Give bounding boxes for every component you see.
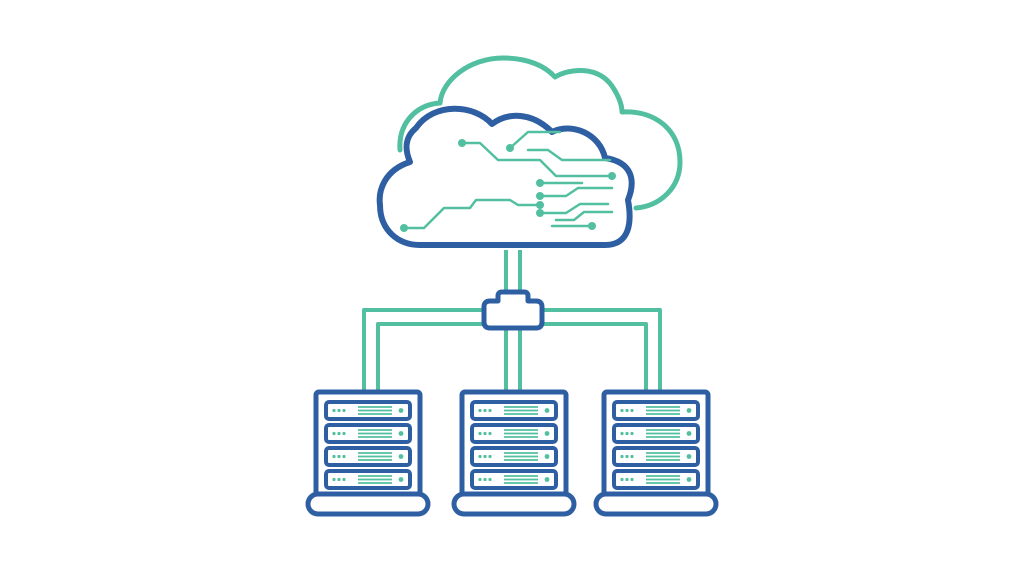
- status-led: [483, 477, 487, 482]
- server-slot: [470, 469, 558, 490]
- server-racks: [305, 389, 719, 517]
- status-led: [630, 454, 634, 459]
- power-led: [686, 477, 692, 482]
- status-led: [630, 431, 634, 436]
- status-led: [630, 477, 634, 482]
- network-hub-icon: [481, 289, 545, 331]
- status-led: [483, 431, 487, 436]
- circuit-traces: [402, 130, 614, 230]
- server-slot: [612, 446, 700, 467]
- status-led: [342, 408, 346, 413]
- server-slot: [470, 423, 558, 444]
- status-led: [620, 431, 624, 436]
- status-led: [488, 408, 492, 413]
- status-led: [478, 454, 482, 459]
- status-led: [620, 477, 624, 482]
- power-led: [544, 477, 550, 482]
- server-slot: [470, 446, 558, 467]
- status-led: [337, 454, 341, 459]
- power-led: [686, 408, 692, 413]
- status-led: [483, 408, 487, 413]
- power-led: [398, 454, 404, 459]
- power-led: [398, 431, 404, 436]
- power-led: [686, 431, 692, 436]
- power-led: [544, 408, 550, 413]
- server-slot: [324, 446, 412, 467]
- status-led: [620, 408, 624, 413]
- status-led: [332, 477, 336, 482]
- server-slot: [612, 469, 700, 490]
- circuit-nodes: [400, 139, 616, 232]
- server-slot: [612, 400, 700, 421]
- status-led: [488, 431, 492, 436]
- status-led: [478, 408, 482, 413]
- distribution-cables: [362, 308, 662, 390]
- server-3-icon: [593, 389, 719, 517]
- status-led: [337, 477, 341, 482]
- back-cloud: [397, 55, 683, 211]
- server-slot: [612, 423, 700, 444]
- server-base: [305, 491, 431, 517]
- status-led: [625, 431, 629, 436]
- status-led: [625, 454, 629, 459]
- status-led: [332, 408, 336, 413]
- server-base: [451, 491, 577, 517]
- status-led: [342, 454, 346, 459]
- server-slot: [324, 469, 412, 490]
- status-led: [620, 454, 624, 459]
- status-led: [337, 408, 341, 413]
- server-2-icon: [451, 389, 577, 517]
- status-led: [478, 477, 482, 482]
- status-led: [488, 454, 492, 459]
- status-led: [332, 454, 336, 459]
- status-led: [488, 477, 492, 482]
- status-led: [625, 408, 629, 413]
- status-led: [332, 431, 336, 436]
- status-led: [342, 477, 346, 482]
- power-led: [398, 408, 404, 413]
- server-slot: [324, 400, 412, 421]
- status-led: [478, 431, 482, 436]
- power-led: [686, 454, 692, 459]
- status-led: [630, 408, 634, 413]
- server-slot: [324, 423, 412, 444]
- status-led: [625, 477, 629, 482]
- power-led: [544, 431, 550, 436]
- status-led: [342, 431, 346, 436]
- power-led: [398, 477, 404, 482]
- power-led: [544, 454, 550, 459]
- status-led: [483, 454, 487, 459]
- server-base: [593, 491, 719, 517]
- server-1-icon: [305, 389, 431, 517]
- server-slot: [470, 400, 558, 421]
- status-led: [337, 431, 341, 436]
